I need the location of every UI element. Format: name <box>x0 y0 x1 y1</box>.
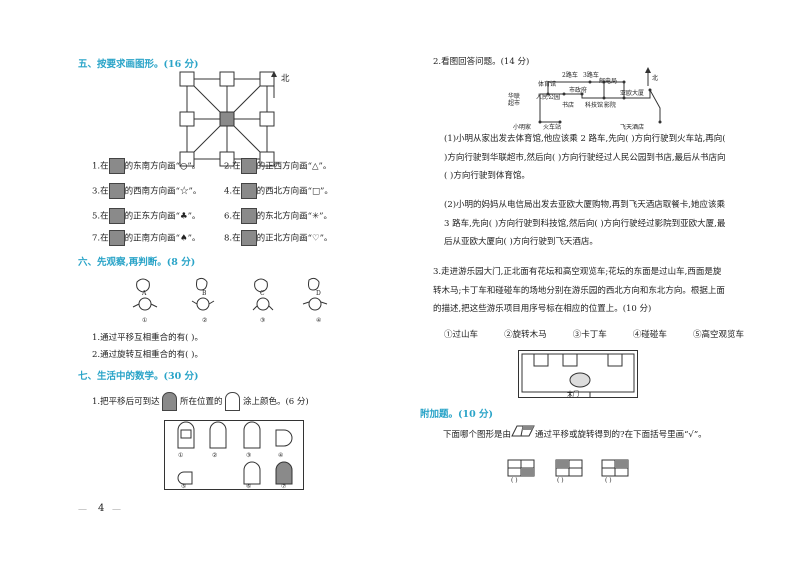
q5-item-6: 6.在的东北方向画“✳”。 <box>224 208 332 224</box>
animal-label-2: ② <box>202 317 208 324</box>
animal-label-d: D <box>316 290 321 297</box>
gray-square-icon <box>240 183 257 199</box>
gray-arch-icon <box>162 392 178 411</box>
map-label-science: 科技馆 <box>585 102 604 109</box>
paren-2[interactable]: ( ) <box>557 477 564 484</box>
q5-item-5: 5.在的正东方向画“♣”。 <box>92 208 200 224</box>
animal-label-4: ④ <box>316 317 322 324</box>
gray-square-icon <box>240 158 257 174</box>
animal-figures <box>132 277 328 311</box>
q2-part-2: (2)小明的妈妈从电信局出发去亚欧大厦购物,再到飞天酒店取餐卡,她应该乘 3 路… <box>444 200 726 247</box>
north-arrow <box>271 71 277 98</box>
page-number-dash-left: — <box>78 505 87 515</box>
gray-square-icon <box>108 208 125 224</box>
page-number: 4 <box>98 503 105 514</box>
direction-grid-figure <box>179 71 275 167</box>
parallelogram-icon <box>511 425 535 444</box>
animal-label-3: ③ <box>260 317 266 324</box>
map-label-bus2: 2路车 <box>562 72 578 79</box>
animal-label-a: A <box>142 290 147 297</box>
q3-text: 3.走进游乐园大门,正北面有花坛和高空观览车;花坛的东面是过山车,西面是旋转木马… <box>433 267 725 314</box>
map-label-home: 小明家 <box>513 124 532 131</box>
shape-label-2: ② <box>212 452 218 459</box>
map-label-hotel: 飞天酒店 <box>620 124 645 131</box>
option-figures <box>507 459 629 477</box>
q5-item-3: 3.在的西南方向画“☆”。 <box>92 183 201 199</box>
map-label-market: 华联超市 <box>508 93 521 107</box>
extra-question: 下面哪个图形是由通过平移或旋转得到的?在下面括号里画“√”。 <box>433 425 723 444</box>
map-label-gov: 市政府 <box>569 87 588 94</box>
map-label-cinema: 影院 <box>604 102 617 109</box>
gray-square-icon <box>240 208 257 224</box>
arch-shapes-box <box>164 420 304 490</box>
map-label-bookstore: 书店 <box>562 102 575 109</box>
map-label-station: 火车站 <box>543 124 562 131</box>
extra-title: 附加题。(10 分) <box>420 409 494 420</box>
q5-item-7: 7.在的正南方向画“♠”。 <box>92 230 200 246</box>
q2-part-1: (1)小明从家出发去体育馆,他应该乘 2 路车,先向( )方向行驶到火车站,再向… <box>444 134 726 181</box>
judge-2: 2.通过旋转互相重合的有( )。 <box>92 350 203 360</box>
map-label-bus3: 3路车 <box>583 72 599 79</box>
gray-square-icon <box>108 158 125 174</box>
gray-square-icon <box>108 230 125 246</box>
q5-item-1: 1.在的东南方向画“○”。 <box>92 158 200 174</box>
q3-options: ①过山车 ②旋转木马 ③卡丁车 ④碰碰车 ⑤高空观览车 <box>444 330 745 340</box>
north-arrow-right <box>645 67 651 86</box>
paren-1[interactable]: ( ) <box>511 477 518 484</box>
map-label-tower: 亚欧大厦 <box>620 90 645 97</box>
shape-label-5: ⑤ <box>181 483 187 490</box>
q5-item-4: 4.在的西北方向画“□”。 <box>224 183 333 199</box>
route-map <box>538 80 662 124</box>
page-number-dash-right: — <box>112 505 121 515</box>
shape-label-7: ⑦ <box>281 483 287 490</box>
q5-item-2: 2.在的正西方向画“△”。 <box>224 158 331 174</box>
shape-label-3: ③ <box>246 452 252 459</box>
q2-title: 2.看图回答问题。(14 分) <box>433 57 530 67</box>
section-5-title: 五、按要求画图形。(16 分) <box>78 59 199 70</box>
gray-square-icon <box>240 230 257 246</box>
gate-label: 大门 <box>567 391 580 398</box>
north-label: 北 <box>281 74 290 84</box>
q7-1: 1.把平移后可到达 所在位置的 涂上颜色。(6 分) <box>92 392 309 411</box>
judge-1: 1.通过平移互相重合的有( )。 <box>92 333 203 343</box>
arch-outline-icon <box>225 392 241 411</box>
map-label-gym: 体育馆 <box>538 81 557 88</box>
q5-item-8: 8.在的正北方向画“♡”。 <box>224 230 332 246</box>
map-label-park: 人民公园 <box>536 94 561 101</box>
shape-label-6: ⑥ <box>246 483 252 490</box>
animal-label-c: C <box>260 290 265 297</box>
section-7-title: 七、生活中的数学。(30 分) <box>78 371 199 382</box>
map-label-post: 邮电局 <box>599 78 618 85</box>
animal-label-b: B <box>202 290 207 297</box>
shape-label-4: ④ <box>278 452 284 459</box>
amusement-park-map <box>518 350 638 398</box>
section-6-title: 六、先观察,再判断。(8 分) <box>78 257 196 268</box>
animal-label-1: ① <box>142 317 148 324</box>
paren-3[interactable]: ( ) <box>605 477 612 484</box>
shape-label-1: ① <box>178 452 184 459</box>
gray-square-icon <box>108 183 125 199</box>
north-label-right: 北 <box>652 75 659 82</box>
